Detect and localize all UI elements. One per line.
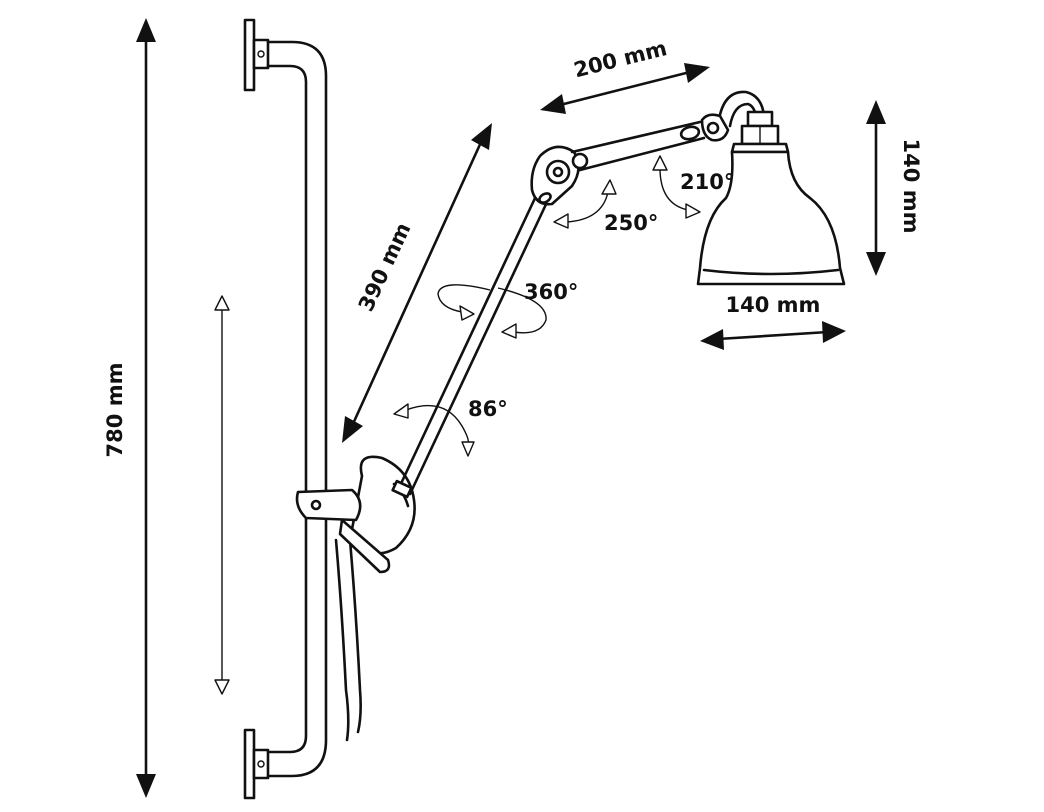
arm-swivel-label: 360° (524, 280, 578, 304)
shade-rotation-arrow (652, 155, 701, 219)
upper-arm-length-label: 200 mm (571, 36, 669, 82)
power-cable (334, 538, 362, 742)
base-rotation-label: 86° (468, 397, 508, 421)
slide-range-arrow (214, 295, 230, 695)
base-rotation-arrow (393, 403, 475, 457)
lower-arm (391, 194, 550, 499)
elbow-rotation-label: 250° (604, 211, 658, 235)
shade-width-dimension (700, 321, 846, 350)
upper-arm-dimension (540, 63, 710, 114)
shade-width-label: 140 mm (726, 293, 821, 317)
arm-length-label: 390 mm (354, 219, 416, 315)
lamp-shade (696, 90, 846, 286)
total-height-dimension (136, 18, 156, 798)
upper-arm (570, 120, 706, 172)
shade-rotation-label: 210° (680, 170, 734, 194)
wall-rail (243, 18, 328, 800)
base-clamp (295, 455, 416, 574)
elbow-joint (530, 145, 589, 206)
elbow-rotation-arrow (553, 179, 617, 229)
arm-swivel-arrow (437, 284, 547, 339)
shade-height-label: 140 mm (899, 139, 923, 234)
shade-height-dimension (866, 100, 886, 276)
total-height-label: 780 mm (103, 363, 127, 458)
arm-length-dimension (342, 123, 492, 443)
